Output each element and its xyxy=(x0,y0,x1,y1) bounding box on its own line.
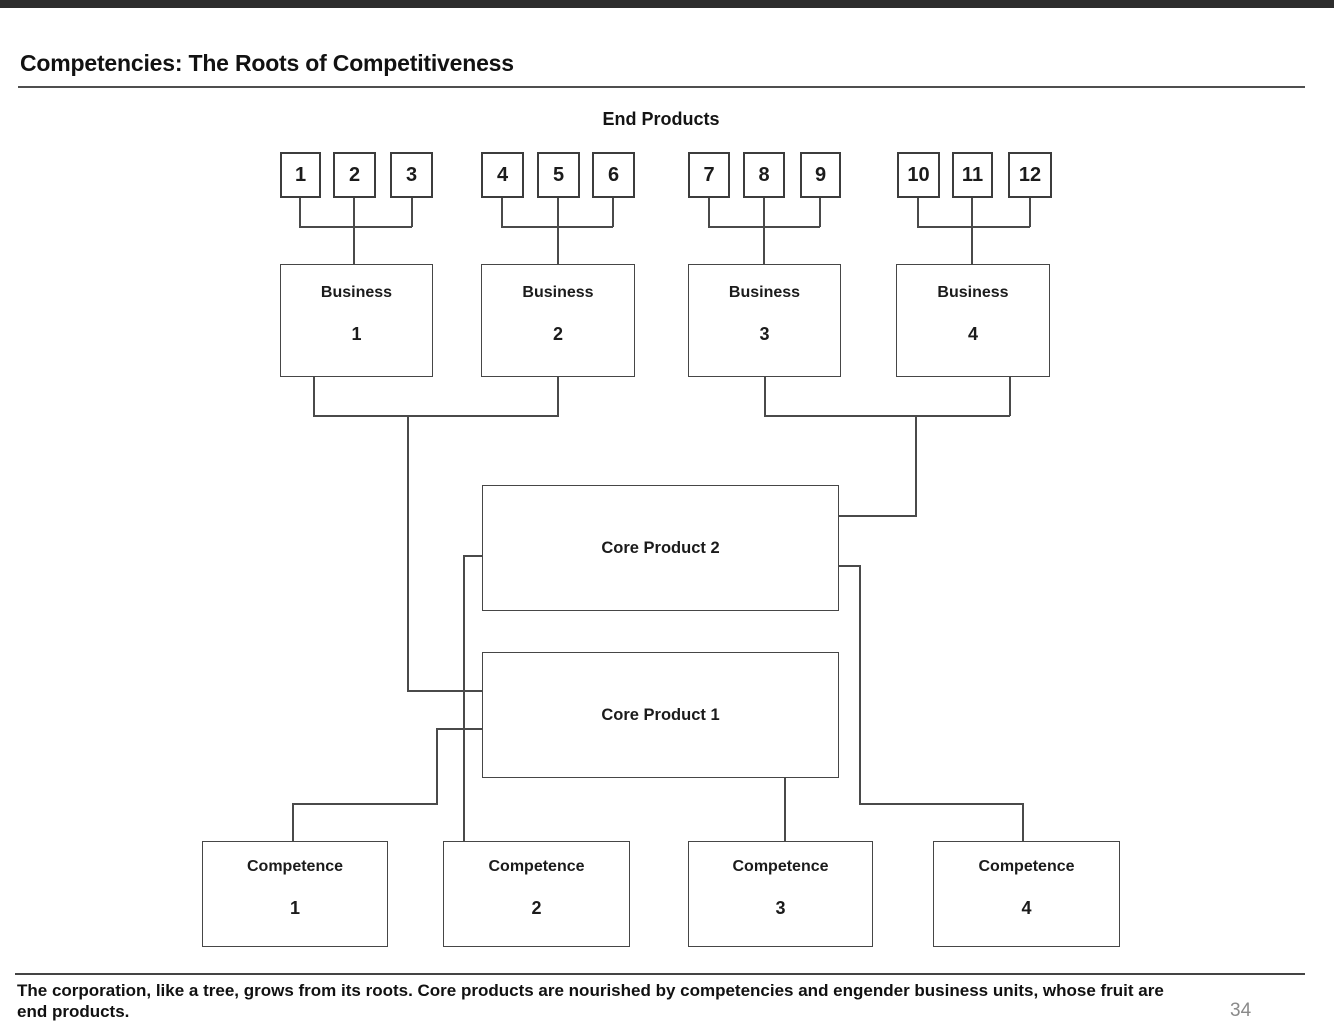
connector-line xyxy=(971,198,973,265)
end-product-box-7: 7 xyxy=(688,152,730,198)
competence-label: Competence xyxy=(488,857,585,875)
competence-1-box: Competence 1 xyxy=(202,841,388,947)
end-product-box-4: 4 xyxy=(481,152,524,198)
end-product-box-5: 5 xyxy=(537,152,580,198)
business-2-box: Business 2 xyxy=(481,264,635,377)
end-product-box-11: 11 xyxy=(952,152,993,198)
connector-line xyxy=(859,565,861,805)
business-3-box: Business 3 xyxy=(688,264,841,377)
connector-line xyxy=(839,515,916,517)
connector-line xyxy=(784,776,786,842)
competence-label: Competence xyxy=(732,857,829,875)
caption-line-1: The corporation, like a tree, grows from… xyxy=(17,981,1164,1000)
figure-caption: The corporation, like a tree, grows from… xyxy=(17,980,1313,1022)
competence-number: 2 xyxy=(531,897,542,918)
competence-3-box: Competence 3 xyxy=(688,841,873,947)
end-product-box-10: 10 xyxy=(897,152,940,198)
connector-line xyxy=(764,376,766,416)
competence-4-box: Competence 4 xyxy=(933,841,1120,947)
connector-line xyxy=(299,226,412,228)
connector-line xyxy=(313,415,559,417)
core-product-1-box: Core Product 1 xyxy=(482,652,839,778)
connector-line xyxy=(407,415,409,692)
connector-line xyxy=(915,415,917,517)
connector-line xyxy=(353,198,355,265)
business-4-box: Business 4 xyxy=(896,264,1050,377)
connector-line xyxy=(764,415,1010,417)
core-product-2-box: Core Product 2 xyxy=(482,485,839,611)
caption-line-2: end products. xyxy=(17,1002,130,1021)
connector-line xyxy=(292,803,438,805)
end-product-box-3: 3 xyxy=(390,152,433,198)
end-product-box-1: 1 xyxy=(280,152,321,198)
connector-line xyxy=(411,198,413,227)
end-product-box-2: 2 xyxy=(333,152,376,198)
connector-line xyxy=(557,376,559,416)
business-number: 2 xyxy=(552,324,563,344)
competence-2-box: Competence 2 xyxy=(443,841,630,947)
competence-number: 3 xyxy=(775,897,786,918)
connector-line xyxy=(917,226,1030,228)
connector-line xyxy=(819,198,821,227)
business-label: Business xyxy=(522,284,594,301)
business-label: Business xyxy=(320,284,393,301)
business-label: Business xyxy=(937,284,1009,301)
competence-number: 4 xyxy=(1021,897,1032,918)
connector-line xyxy=(437,728,483,730)
page-number: 34 xyxy=(1230,1000,1252,1021)
connector-line xyxy=(1022,803,1024,843)
end-product-box-6: 6 xyxy=(592,152,635,198)
connector-line xyxy=(463,555,465,842)
connector-line xyxy=(463,555,483,557)
connector-line xyxy=(917,198,919,227)
end-product-box-8: 8 xyxy=(743,152,785,198)
connector-line xyxy=(1029,198,1031,227)
business-number: 1 xyxy=(351,324,362,344)
competence-number: 1 xyxy=(289,897,300,918)
end-product-box-12: 12 xyxy=(1008,152,1052,198)
end-products-label: End Products xyxy=(602,109,720,129)
connector-line xyxy=(557,198,559,265)
end-product-box-9: 9 xyxy=(800,152,841,198)
connector-line xyxy=(299,198,301,227)
competence-label: Competence xyxy=(246,857,344,875)
caption-divider xyxy=(15,973,1305,975)
page-title: Competencies: The Roots of Competitivene… xyxy=(20,50,514,76)
connector-line xyxy=(708,198,710,227)
connector-line xyxy=(313,376,315,416)
connector-line xyxy=(436,728,438,805)
business-number: 3 xyxy=(759,324,770,344)
connector-line xyxy=(763,198,765,265)
viewer-top-bar xyxy=(0,0,1334,8)
connector-line xyxy=(612,198,614,227)
connector-line xyxy=(839,565,861,567)
business-label: Business xyxy=(728,284,801,301)
connector-line xyxy=(1009,376,1011,416)
connector-line xyxy=(292,803,294,843)
connector-line xyxy=(501,198,503,227)
title-divider xyxy=(18,86,1305,88)
competence-label: Competence xyxy=(978,857,1075,875)
connector-line xyxy=(407,690,483,692)
business-1-box: Business 1 xyxy=(280,264,433,377)
connector-line xyxy=(859,803,1024,805)
business-number: 4 xyxy=(967,324,978,344)
